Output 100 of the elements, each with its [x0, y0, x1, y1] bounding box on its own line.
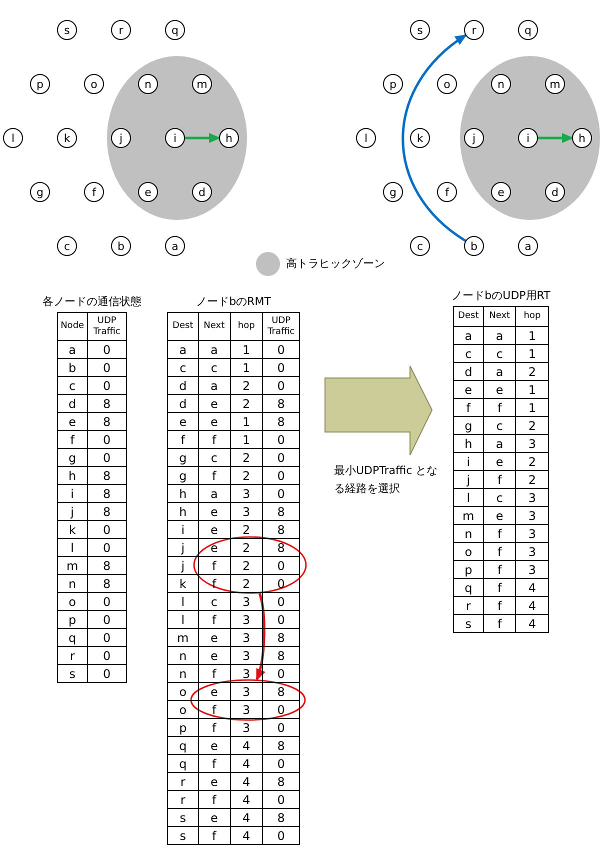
table-cell: 0: [87, 358, 126, 376]
table-cell: r: [168, 790, 198, 808]
table-cell: 8: [262, 412, 300, 430]
table-cell: 2: [230, 538, 263, 556]
table-cell: 0: [262, 376, 300, 394]
table-cell: s: [168, 826, 198, 844]
table-cell: l: [168, 610, 198, 628]
column-header: UDP Traffic: [87, 312, 126, 340]
table-cell: 3: [230, 610, 263, 628]
table-cell: 1: [230, 430, 263, 448]
table-cell: 1: [516, 344, 548, 362]
table-cell: f: [198, 610, 230, 628]
table-cell: h: [454, 434, 484, 452]
table-cell: 0: [87, 376, 126, 394]
legend-text: 高トラヒックゾーン: [286, 256, 385, 272]
table-cell: a: [198, 484, 230, 502]
table-cell: f: [483, 614, 516, 632]
table-cell: 8: [262, 772, 300, 790]
table-cell: o: [58, 592, 88, 610]
table-cell: e: [198, 682, 230, 700]
table-cell: 3: [516, 434, 548, 452]
table-title: ノードbのRMT: [196, 294, 271, 310]
table-cell: a: [454, 326, 484, 344]
table-cell: f: [58, 430, 88, 448]
table-cell: 3: [516, 524, 548, 542]
column-header: hop: [230, 312, 263, 340]
table-cell: 1: [516, 326, 548, 344]
table-cell: 0: [87, 430, 126, 448]
table-cell: f: [198, 430, 230, 448]
table-cell: 3: [230, 484, 263, 502]
table-cell: 4: [516, 614, 548, 632]
table-cell: 0: [87, 628, 126, 646]
highlight-ellipse: [193, 536, 307, 594]
table-cell: 2: [230, 466, 263, 484]
table-cell: h: [168, 484, 198, 502]
table-cell: 8: [87, 394, 126, 412]
highlight-ellipse: [190, 679, 306, 721]
table-cell: d: [168, 376, 198, 394]
table-cell: 0: [262, 610, 300, 628]
table-cell: e: [198, 520, 230, 538]
table-cell: 0: [262, 448, 300, 466]
table-cell: p: [454, 560, 484, 578]
arrow: [256, 593, 266, 681]
table-cell: 3: [230, 646, 263, 664]
table-cell: e: [198, 502, 230, 520]
table-cell: e: [483, 506, 516, 524]
table-cell: 0: [262, 592, 300, 610]
table-cell: n: [168, 664, 198, 682]
table-cell: 4: [230, 826, 263, 844]
table-cell: q: [168, 736, 198, 754]
table-cell: j: [454, 470, 484, 488]
table-cell: c: [483, 416, 516, 434]
table-cell: f: [483, 524, 516, 542]
table-cell: 1: [516, 380, 548, 398]
table-cell: 3: [230, 718, 263, 736]
table-cell: e: [198, 808, 230, 826]
table-cell: 0: [262, 484, 300, 502]
table-cell: a: [58, 340, 88, 358]
table-cell: i: [454, 452, 484, 470]
table-cell: 8: [262, 520, 300, 538]
table-cell: 0: [87, 538, 126, 556]
table-cell: m: [454, 506, 484, 524]
table-cell: 0: [87, 610, 126, 628]
table-cell: h: [58, 466, 88, 484]
table-cell: l: [168, 592, 198, 610]
table-cell: e: [198, 538, 230, 556]
table-cell: 8: [262, 682, 300, 700]
table-title: 各ノードの通信状態: [42, 294, 142, 310]
table-cell: f: [198, 466, 230, 484]
table-cell: 8: [262, 394, 300, 412]
table-cell: 4: [230, 772, 263, 790]
table-cell: p: [58, 610, 88, 628]
table-cell: l: [58, 538, 88, 556]
table-cell: s: [454, 614, 484, 632]
table-cell: 1: [516, 398, 548, 416]
table-cell: f: [198, 718, 230, 736]
table-cell: o: [168, 700, 198, 718]
table-cell: 8: [262, 736, 300, 754]
table-cell: 0: [262, 664, 300, 682]
table-cell: g: [454, 416, 484, 434]
table-cell: f: [168, 430, 198, 448]
column-header: UDP Traffic: [262, 312, 300, 340]
table-cell: 2: [230, 376, 263, 394]
table-cell: q: [168, 754, 198, 772]
column-header: Node: [58, 312, 88, 340]
table-cell: c: [454, 344, 484, 362]
table-cell: f: [483, 560, 516, 578]
table-cell: 1: [230, 412, 263, 430]
table-cell: 0: [87, 340, 126, 358]
table-cell: f: [198, 700, 230, 718]
table-cell: 4: [516, 596, 548, 614]
table-cell: 0: [87, 520, 126, 538]
table-cell: f: [198, 826, 230, 844]
table-cell: 0: [262, 466, 300, 484]
table-cell: f: [483, 470, 516, 488]
table-cell: 8: [262, 808, 300, 826]
table-cell: 0: [262, 700, 300, 718]
table-cell: 8: [262, 538, 300, 556]
table-cell: 2: [230, 448, 263, 466]
table-cell: a: [198, 376, 230, 394]
